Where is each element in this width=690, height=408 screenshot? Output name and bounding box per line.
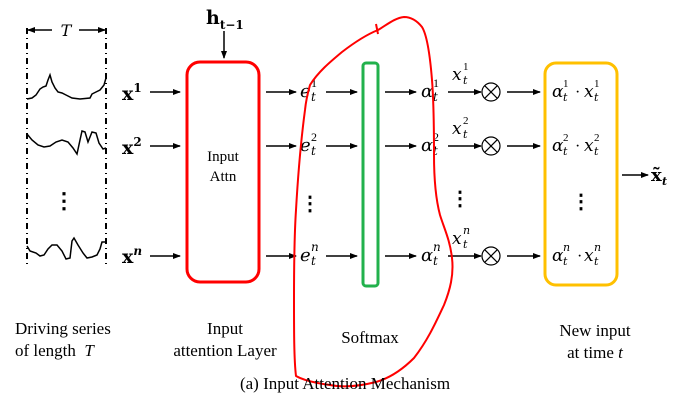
svg-text:α: α [552, 82, 564, 102]
svg-text:2: 2 [433, 130, 439, 144]
svg-text:x: x [584, 246, 594, 266]
waveform-n [26, 236, 106, 260]
svg-text:·: · [575, 84, 580, 101]
multiply-icon-2 [481, 136, 501, 156]
svg-text:t: t [662, 175, 667, 188]
series-label-n: xn [122, 244, 142, 268]
svg-text:2: 2 [463, 115, 469, 127]
softmax-caption: Softmax [341, 328, 399, 347]
multiply-icon-n [481, 246, 501, 266]
product-row-n: α n t · x n t [552, 241, 601, 268]
svg-text:t: t [563, 91, 568, 104]
span-label: T [61, 21, 73, 40]
product-row-1: α 1 t · x 1 t [552, 78, 600, 104]
svg-text:1: 1 [463, 61, 469, 73]
input-x2: x 2 t [452, 115, 469, 141]
svg-text:x̃: x̃ [651, 165, 662, 186]
svg-text:x1: x1 [122, 81, 142, 105]
svg-text:α: α [552, 246, 564, 266]
figure-caption: (a) Input Attention Mechanism [239, 374, 451, 393]
red-annotation-tick [375, 23, 379, 35]
driving-series-caption-line2: of length T [15, 341, 94, 360]
svg-text:n: n [433, 240, 441, 254]
input-x1: x 1 t [452, 61, 469, 87]
svg-text:t: t [563, 145, 568, 158]
score-e2: e 2 t [300, 130, 317, 158]
input-attn-line1: Input [207, 149, 239, 165]
waveform-1 [26, 72, 107, 100]
svg-text:t: t [311, 144, 316, 158]
svg-text:α: α [421, 245, 433, 266]
svg-text:1: 1 [433, 76, 439, 90]
input-attention-layer-caption-line1: Input [207, 319, 243, 338]
weight-a1: α 1 t [421, 76, 439, 104]
svg-text:α: α [552, 136, 564, 156]
svg-text:e: e [300, 135, 311, 156]
svg-text:t: t [433, 254, 438, 268]
svg-text:x: x [584, 82, 594, 102]
svg-text:1: 1 [563, 78, 569, 90]
svg-text:t: t [463, 128, 468, 141]
svg-text:1: 1 [594, 78, 600, 90]
red-annotation-loop [293, 16, 454, 388]
input-attention-layer-caption: Input attention Layer [155, 318, 295, 362]
svg-text:α: α [421, 135, 433, 156]
svg-text:n: n [563, 241, 570, 254]
svg-text:t: t [463, 238, 468, 251]
softmax-bar [361, 61, 380, 288]
svg-text:n: n [311, 240, 319, 254]
svg-text:t: t [311, 254, 316, 268]
waveform-2 [26, 130, 107, 156]
svg-text:e: e [300, 81, 311, 102]
driving-series-caption: Driving series of length T [15, 318, 127, 362]
new-input-caption-line1: New input [559, 321, 631, 340]
svg-text:1: 1 [311, 76, 317, 90]
svg-text:t: t [563, 255, 568, 268]
product-row-2: α 2 t · x 2 t [552, 132, 600, 158]
svg-text:x: x [452, 229, 462, 249]
svg-text:t: t [594, 145, 599, 158]
score-ellipsis: ⋮ [300, 191, 320, 215]
product-ellipsis: ⋮ [571, 189, 591, 213]
multiply-icon-1 [481, 82, 501, 102]
output-label: x̃ t [651, 165, 667, 188]
svg-text:e: e [300, 245, 311, 266]
svg-text:t: t [594, 91, 599, 104]
svg-text:2: 2 [563, 132, 569, 144]
svg-text:x: x [452, 65, 462, 85]
series-ellipsis: ⋮ [53, 188, 75, 214]
series-label-2: x2 [122, 135, 142, 159]
svg-text:t: t [433, 144, 438, 158]
driving-series-caption-line1: Driving series [15, 319, 111, 338]
svg-text:n: n [463, 224, 470, 237]
new-input-caption-line2: at time t [567, 343, 623, 362]
score-en: e n t [300, 240, 319, 268]
input-xn: x n t [452, 224, 470, 251]
new-input-caption: New input at time t [540, 320, 650, 364]
input-attn-line2: Attn [210, 169, 237, 185]
products-box [543, 61, 619, 287]
svg-text:2: 2 [594, 132, 600, 144]
input-ellipsis: ⋮ [450, 186, 470, 210]
svg-text:t: t [594, 255, 599, 268]
svg-text:t: t [463, 74, 468, 87]
weight-a2: α 2 t [421, 130, 439, 158]
svg-text:x2: x2 [122, 135, 142, 159]
svg-text:t: t [311, 90, 316, 104]
weight-an: α n t [421, 240, 441, 268]
svg-text:x: x [584, 136, 594, 156]
input-attention-layer-caption-line2: attention Layer [173, 341, 277, 360]
svg-text:α: α [421, 81, 433, 102]
svg-text:n: n [594, 241, 601, 254]
hidden-state-label: ht−1 [206, 7, 244, 32]
input-attn-box [185, 60, 261, 284]
svg-text:x: x [452, 119, 462, 139]
svg-text:t: t [433, 90, 438, 104]
svg-text:·: · [577, 248, 582, 265]
svg-text:xn: xn [122, 244, 142, 268]
series-label-1: x1 [122, 81, 142, 105]
svg-text:·: · [575, 138, 580, 155]
score-e1: e 1 t [300, 76, 317, 104]
svg-text:2: 2 [311, 130, 317, 144]
